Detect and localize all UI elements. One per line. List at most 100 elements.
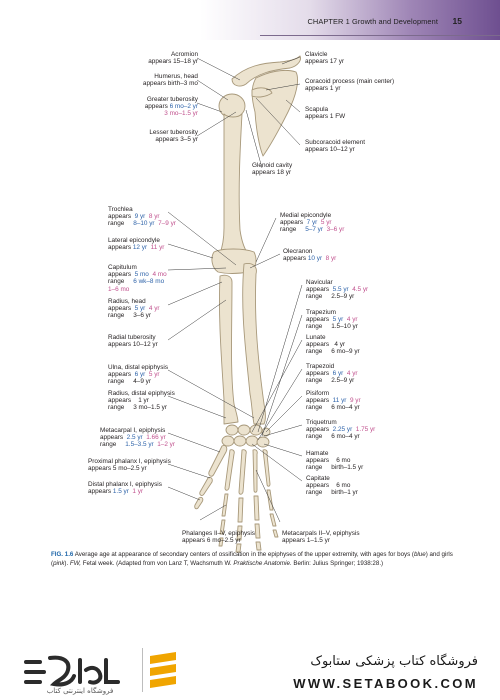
label-line: Coracoid process (main center): [305, 78, 394, 85]
label-text: Clavicle: [305, 51, 328, 58]
label-text: Scapula: [305, 106, 329, 113]
label-line: Radial tuberosity: [108, 334, 158, 341]
label-text: appears 5 mo–2.5 yr: [88, 465, 147, 473]
ulna-bone: [242, 263, 266, 425]
girls-age: 11 yr: [150, 244, 165, 252]
label-text: appears 1 yr: [305, 85, 341, 93]
label-text: appears 17 yr: [305, 58, 345, 66]
label-line: appears 5 mo 4 mo: [108, 271, 167, 278]
boys-age: 6 yr: [134, 371, 146, 379]
boys-age: 9 yr: [134, 213, 146, 221]
boys-age: 2.5 yr: [126, 434, 143, 442]
label-text: Subcoracoid element: [305, 139, 366, 146]
label-text: Trapezium: [306, 309, 336, 316]
figure-caption: FIG. 1.6 Average age at appearance of se…: [51, 551, 461, 568]
boys-age: 6 wk–8 mo: [133, 278, 165, 286]
scapula-bone: [251, 69, 299, 157]
label-line: range 3 mo–1.5 yr: [108, 404, 175, 411]
boys-age: 6 yr: [332, 370, 344, 378]
label-text: Greater tuberosity: [146, 96, 198, 103]
label-text: range 1.5–10 yr: [306, 323, 358, 331]
boys-age: 1.5 yr: [112, 488, 129, 496]
label-line: appears 6 mo–2 yr: [112, 103, 198, 110]
label-line: Olecranon: [283, 248, 336, 255]
label-line: appears 4 yr: [306, 341, 360, 348]
label-text: appears: [280, 219, 307, 227]
label-line: range 6 mo–9 yr: [306, 348, 360, 355]
label-text: range: [108, 278, 134, 286]
label-text: appears 6 mo: [306, 457, 351, 465]
phalanx-bones: [218, 489, 279, 553]
label-text: appears: [88, 488, 113, 496]
boys-age: 5 yr: [134, 305, 146, 313]
figure-number: FIG. 1.6: [51, 551, 74, 558]
girls-age: 8 yr: [325, 255, 337, 263]
label-line: appears 3–5 yr: [112, 136, 198, 143]
label-line: appears 1 yr: [108, 397, 175, 404]
label-line: appears 6 mo: [306, 457, 363, 464]
label-line: Capitulum: [108, 264, 167, 271]
label-line: appears 17 yr: [305, 58, 344, 65]
label-text: Lesser tuberosity: [149, 129, 198, 136]
label-line: appears 5 mo–2.5 yr: [88, 465, 171, 472]
caption-text-2: ) and girls (: [51, 551, 453, 567]
label-line: appears 10–12 yr: [108, 341, 158, 348]
carpal-bones: [221, 424, 271, 448]
label-line: Proximal phalanx I, epiphysis: [88, 458, 171, 465]
label-text: Metacarpals II–V, epiphysis: [282, 530, 360, 537]
label-line: appears birth–3 mo: [112, 80, 198, 87]
label-text: Olecranon: [283, 248, 313, 255]
label-text: Ulna, distal epiphysis: [108, 364, 169, 371]
label-line: appears 6 yr 4 yr: [306, 370, 358, 377]
label-text: appears 1–1.5 yr: [282, 537, 330, 545]
girls-age: 4 yr: [346, 370, 358, 378]
boys-age: 5.5 yr: [332, 286, 349, 294]
label-text: appears 6 mo–2.5 yr: [182, 537, 241, 545]
label-line: Metacarpal I, epiphysis: [100, 427, 175, 434]
label-text: appears: [306, 286, 333, 294]
label-text: Phalanges II–V, epiphysis: [182, 530, 255, 537]
girls-age: 7–9 yr: [158, 220, 176, 228]
boys-age: 10 yr: [307, 255, 323, 263]
store-name-persian: فروشگاه کتاب پزشکی ستابوک: [310, 654, 478, 669]
girls-age: 4 yr: [346, 316, 358, 324]
label-text: Capitulum: [108, 264, 137, 271]
label-text: Coracoid process (main center): [305, 78, 395, 85]
label-text: range 6 mo–9 yr: [306, 348, 360, 356]
label-text: appears 10–12 yr: [108, 341, 158, 349]
label-line: appears 7 yr 5 yr: [280, 219, 344, 226]
svg-text:فروشگاه اینترنتی کتاب: فروشگاه اینترنتی کتاب: [47, 686, 114, 695]
label-text: appears: [108, 305, 135, 313]
label-text: Lunate: [306, 334, 326, 341]
label-line: appears 9 yr 8 yr: [108, 213, 176, 220]
label-line: appears 1 yr: [305, 85, 394, 92]
boys-age: 7 yr: [306, 219, 318, 227]
label-line: range birth–1 yr: [306, 489, 358, 496]
label-line: Subcoracoid element: [305, 139, 365, 146]
label-text: appears 1 FW: [305, 113, 346, 121]
label-text: range 6 mo–4 yr: [306, 433, 360, 441]
label-text: Acromion: [171, 51, 198, 58]
girls-age: 3–6 yr: [326, 226, 345, 234]
label-text: appears 3–5 yr: [155, 136, 198, 144]
label-line: Glenoid cavity: [252, 162, 292, 169]
label-text: range: [108, 220, 134, 228]
label-line: range 4–9 yr: [108, 378, 168, 385]
store-url: WWW.SETABOOK.COM: [293, 676, 478, 691]
setabook-logo-icon: فروشگاه اینترنتی کتاب: [24, 655, 120, 695]
girls-age: 1–6 mo: [108, 285, 130, 293]
label-text: range 4–9 yr: [108, 378, 151, 386]
